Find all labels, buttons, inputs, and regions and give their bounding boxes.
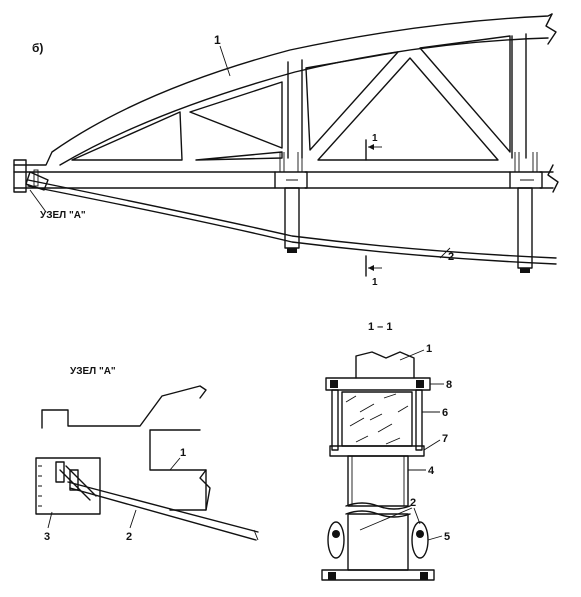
lower-plate [329, 445, 425, 457]
tension-rod-top [27, 179, 557, 259]
detail-node-a: УЗЕЛ "А" 1 2 3 [35, 366, 259, 543]
detail-rod [67, 481, 259, 541]
top-plate-bolt-l [330, 380, 338, 388]
sec-callout-5-leader [427, 535, 443, 541]
truss-elevation: б) [13, 13, 559, 288]
panel-opening-2 [189, 81, 283, 149]
bottom-bolt-r [420, 572, 428, 580]
rod-loop-left [327, 521, 345, 559]
panel-opening-1 [71, 111, 183, 161]
end-plate-hatch [38, 465, 42, 507]
tension-rod-bottom [27, 185, 557, 265]
clamp-2-bolts [514, 152, 538, 172]
left-end-block [13, 159, 27, 193]
section-chord [355, 351, 415, 379]
rod-dot-left [332, 530, 340, 538]
vertical-2 [511, 33, 527, 159]
section-1-1: 1 – 1 1 8 6 [321, 321, 452, 581]
sec-callout-1-leader [399, 349, 425, 361]
side-bar-left [331, 389, 339, 451]
truss-callout-2: 2 [448, 251, 454, 263]
anchor-nut-2 [69, 469, 79, 491]
sec-callout-2: 2 [410, 497, 416, 509]
break-right [545, 13, 557, 45]
panel-opening-3 [195, 151, 283, 161]
panel-opening-6 [419, 35, 511, 153]
anchor-plate [25, 171, 49, 191]
sec-callout-7: 7 [442, 433, 448, 445]
post-1-nut [287, 248, 297, 253]
detail-callout-1: 1 [180, 447, 186, 459]
sec-callout-4: 4 [428, 465, 435, 477]
filler-hatch [345, 393, 409, 445]
side-bar-right [415, 389, 423, 451]
sec-callout-1: 1 [426, 343, 432, 355]
anchor-bolt [33, 169, 39, 187]
bottom-bolt-l [328, 572, 336, 580]
anchor-nut-1 [55, 461, 65, 483]
detail-rod-end [253, 529, 259, 541]
panel-opening-5 [317, 57, 499, 161]
section-post-edges [351, 456, 405, 506]
section-mark-bottom: 1 [372, 277, 378, 288]
node-a-leader [29, 189, 47, 213]
break-bottom-right [547, 164, 559, 193]
clamp-1-bolts [279, 152, 303, 172]
sec-callout-6: 6 [442, 407, 448, 419]
section-arrowhead-top [368, 144, 374, 150]
detail-break [199, 469, 211, 511]
truss-callout-1: 1 [214, 33, 221, 47]
anchor-bolt-lines [59, 465, 97, 501]
post-2-nut [520, 268, 530, 273]
panel-label: б) [32, 41, 43, 55]
sec-callout-5: 5 [444, 531, 450, 543]
top-plate-bolt-r [416, 380, 424, 388]
detail-callout-3-leader [47, 511, 53, 529]
detail-callout-3: 3 [44, 531, 50, 543]
sec-callout-2-leader [359, 507, 421, 531]
bottom-plate [321, 569, 435, 581]
rod-loop-right [411, 521, 429, 559]
sec-callout-8: 8 [446, 379, 452, 391]
section-post [347, 455, 409, 507]
vertical-1 [287, 59, 303, 159]
detail-callout-2-leader [129, 509, 137, 529]
detail-callout-1-leader [169, 457, 181, 471]
top-chord-inner [59, 37, 549, 166]
section-title: 1 – 1 [368, 321, 392, 333]
rod-dot-right [416, 530, 424, 538]
top-plate [325, 377, 431, 391]
filler-block [341, 391, 413, 447]
callout-2-leader [439, 247, 451, 259]
end-plate [35, 457, 101, 515]
sec-callout-7-leader [423, 439, 441, 451]
callout-1-leader [219, 45, 231, 77]
detail-outline [41, 385, 207, 511]
section-arrowhead-bottom [368, 265, 374, 271]
panel-opening-4 [305, 51, 399, 151]
detail-title: УЗЕЛ "А" [70, 366, 116, 377]
top-chord-outer [13, 13, 553, 166]
post-1 [284, 187, 300, 249]
post-break-top [345, 502, 411, 510]
detail-callout-2: 2 [126, 531, 132, 543]
section-mark-top: 1 [372, 133, 378, 144]
node-a-label: УЗЕЛ "А" [40, 210, 86, 221]
